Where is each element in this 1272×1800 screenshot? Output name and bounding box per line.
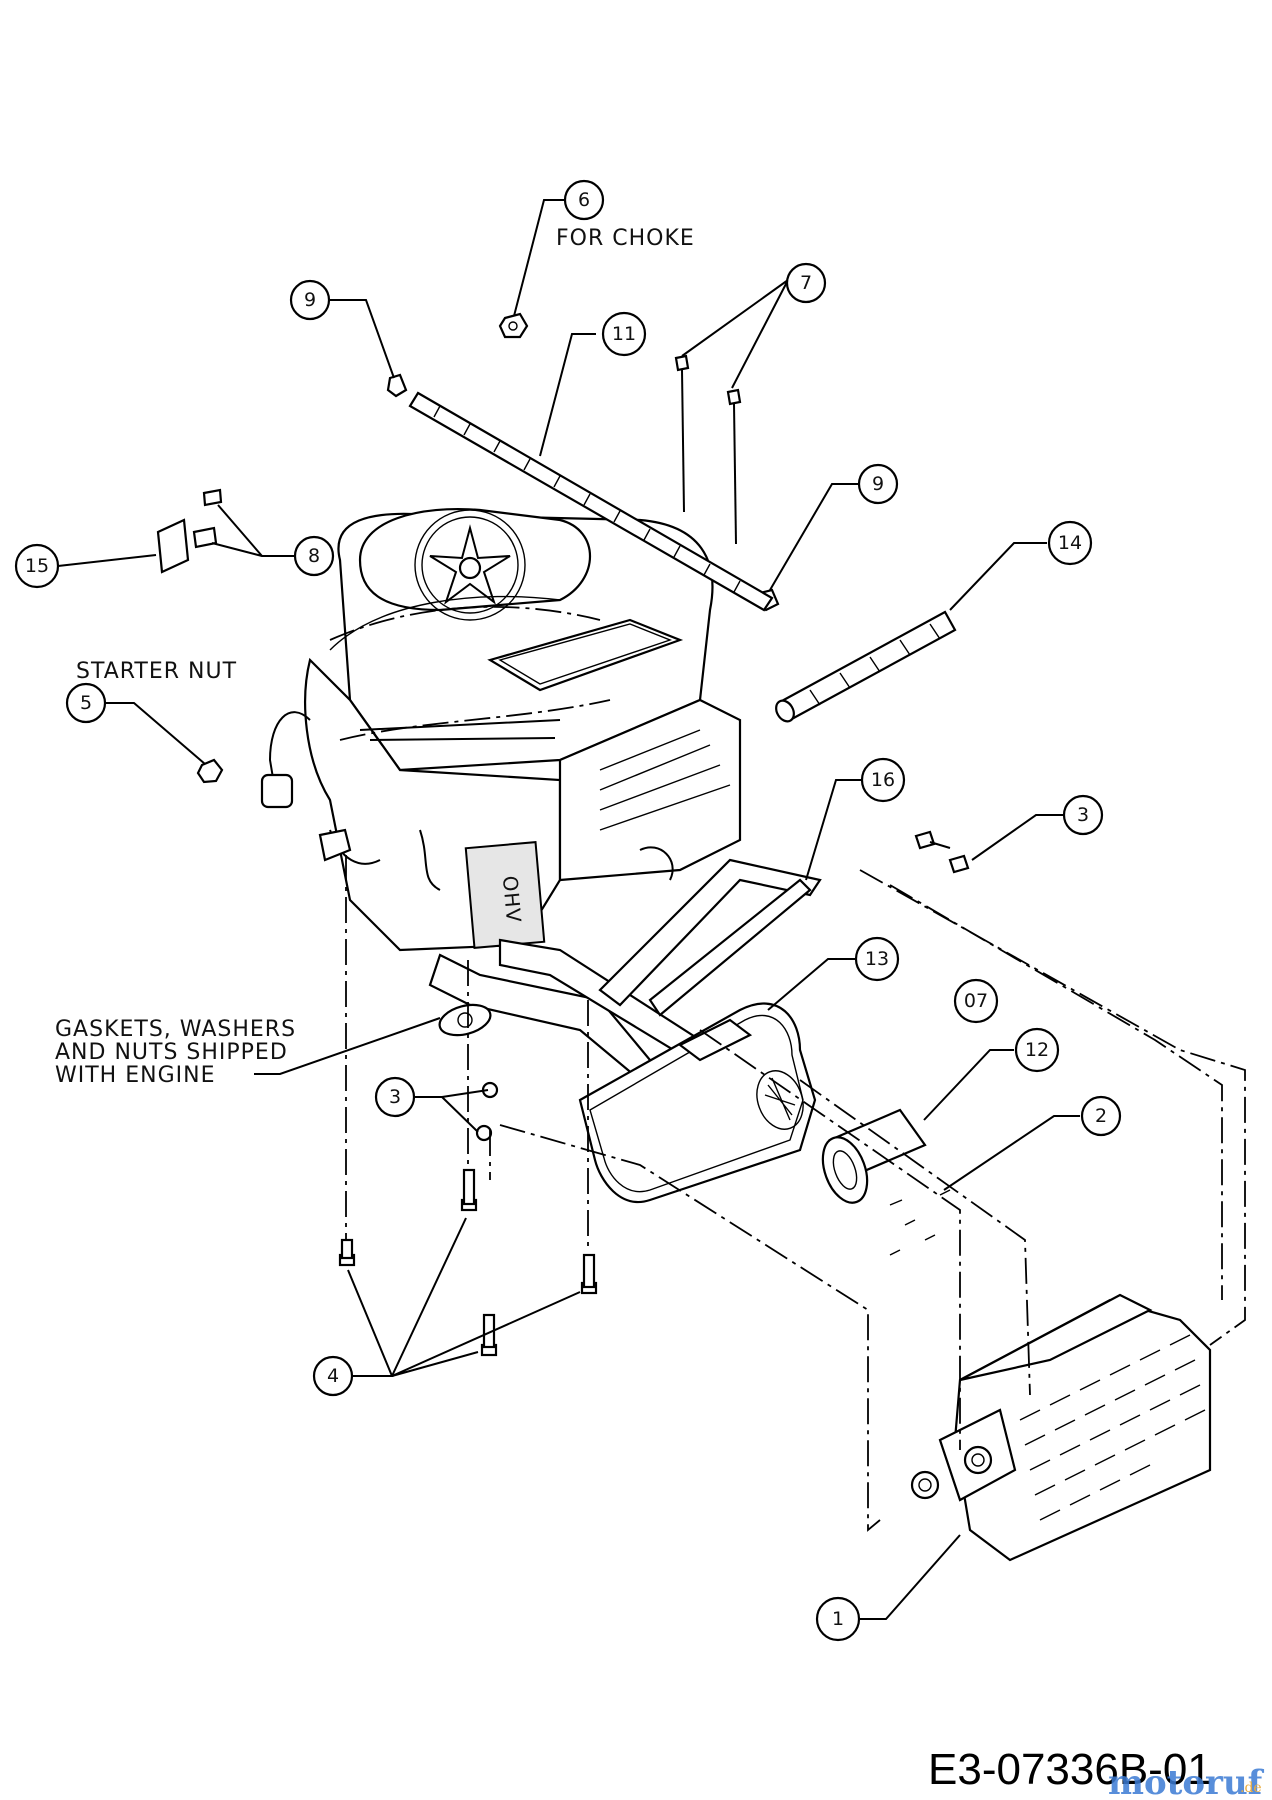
note-gaskets-line3: WITH ENGINE — [55, 1063, 215, 1088]
callout-3a: 3 — [1062, 794, 1104, 836]
callout-15-number: 15 — [25, 555, 49, 577]
drawing-code: E3-07336B-01 — [928, 1745, 1212, 1794]
leader-lines — [57, 199, 1080, 1620]
watermark-logo: motoruf .de — [1108, 1763, 1265, 1800]
callout-9a: 9 — [289, 279, 331, 321]
callout-14: 14 — [1047, 520, 1093, 566]
callout-13: 13 — [854, 936, 900, 982]
callout-9a-number: 9 — [304, 289, 316, 311]
callout-1: 1 — [815, 1596, 861, 1642]
callout-13-number: 13 — [865, 948, 889, 970]
callout-07-number: 07 — [964, 990, 988, 1012]
callout-15: 15 — [14, 543, 60, 589]
callout-12-number: 12 — [1025, 1039, 1049, 1061]
callout-4-number: 4 — [327, 1365, 339, 1387]
callout-16-number: 16 — [871, 769, 895, 791]
note-for-choke: FOR CHOKE — [556, 226, 695, 251]
callout-2: 2 — [1080, 1095, 1122, 1137]
callout-11: 11 — [601, 311, 647, 357]
watermark-suffix: .de — [1240, 1780, 1262, 1796]
heat-shield — [910, 1293, 1212, 1562]
callout-5-number: 5 — [80, 692, 92, 714]
callout-8: 8 — [293, 535, 335, 577]
callout-1-number: 1 — [832, 1608, 844, 1630]
callout-6-number: 6 — [578, 189, 590, 211]
callout-11-number: 11 — [612, 323, 636, 345]
deflector — [821, 1108, 951, 1256]
callout-16: 16 — [860, 757, 906, 803]
callout-3b: 3 — [374, 1076, 416, 1118]
callout-14-number: 14 — [1058, 532, 1082, 554]
callout-4: 4 — [312, 1355, 354, 1397]
callout-3b-number: 3 — [389, 1086, 401, 1108]
callout-9b: 9 — [857, 463, 899, 505]
callout-9b-number: 9 — [872, 473, 884, 495]
callout-07: 07 — [953, 978, 999, 1024]
callout-7-number: 7 — [800, 272, 812, 294]
ohv-badge: OHV — [498, 875, 526, 924]
callout-3a-number: 3 — [1077, 804, 1089, 826]
callout-2-number: 2 — [1095, 1105, 1107, 1127]
callout-6: 6 — [563, 179, 605, 221]
callout-8-number: 8 — [308, 545, 320, 567]
note-gaskets-line2: AND NUTS SHIPPED — [55, 1040, 288, 1065]
watermark-brand: motoruf — [1108, 1763, 1265, 1800]
callout-7: 7 — [785, 262, 827, 304]
center-lines — [345, 855, 1246, 1532]
engine-illustration: OHV — [260, 508, 742, 952]
note-starter-nut: STARTER NUT — [76, 659, 237, 684]
small-parts — [156, 312, 970, 1357]
muffler-assembly — [428, 858, 822, 1203]
callout-12: 12 — [1014, 1027, 1060, 1073]
callout-5: 5 — [65, 682, 107, 724]
note-gaskets-line1: GASKETS, WASHERS — [55, 1017, 296, 1042]
